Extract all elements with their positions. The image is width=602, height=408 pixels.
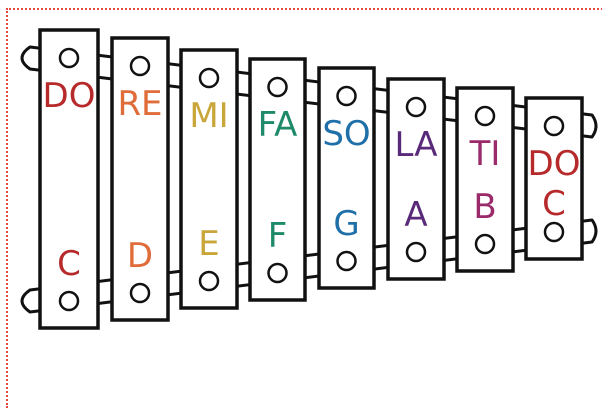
bar-solfege-label: FA — [258, 105, 298, 145]
bar-solfege-label: RE — [117, 84, 162, 124]
bar-hole-bottom — [407, 243, 425, 261]
bar-letter-label: D — [127, 236, 153, 276]
bar-hole-top — [60, 49, 78, 67]
bar-hole-top — [407, 98, 425, 116]
bar-3: MI E — [181, 50, 237, 308]
bar-hole-top — [131, 57, 149, 75]
bar-letter-label: E — [198, 224, 219, 264]
bar-body — [181, 50, 237, 308]
bar-hole-bottom — [269, 264, 287, 282]
bar-solfege-label: TI — [469, 134, 501, 174]
bar-6: LA A — [388, 79, 444, 279]
bar-solfege-label: DO — [528, 144, 581, 184]
bar-hole-top — [338, 87, 356, 105]
bar-letter-label: B — [473, 187, 496, 227]
bar-letter-label: C — [57, 244, 81, 284]
bar-letter-label: F — [268, 216, 288, 256]
bar-hole-top — [545, 117, 563, 135]
bar-hole-bottom — [60, 292, 78, 310]
bar-hole-bottom — [476, 235, 494, 253]
bar-hole-bottom — [545, 223, 563, 241]
bar-2: RE D — [112, 38, 168, 320]
bar-letter-label: C — [542, 184, 566, 224]
bar-4: FA F — [250, 59, 305, 300]
bar-1: DO C — [40, 30, 98, 328]
bar-letter-label: G — [333, 204, 359, 244]
bar-solfege-label: MI — [189, 96, 228, 136]
bar-solfege-label: SO — [322, 114, 370, 154]
bar-5: SO G — [319, 68, 374, 288]
bar-7: TI B — [457, 88, 513, 271]
bar-hole-bottom — [131, 284, 149, 302]
bar-body — [112, 38, 168, 320]
bar-hole-top — [269, 78, 287, 96]
bar-8: DOC — [526, 98, 582, 259]
bar-hole-bottom — [338, 252, 356, 270]
bar-letter-label: A — [404, 195, 427, 235]
bar-hole-bottom — [200, 272, 218, 290]
bar-hole-top — [476, 107, 494, 125]
bar-hole-top — [200, 69, 218, 87]
bar-solfege-label: LA — [395, 125, 438, 165]
bar-solfege-label: DO — [43, 76, 96, 116]
